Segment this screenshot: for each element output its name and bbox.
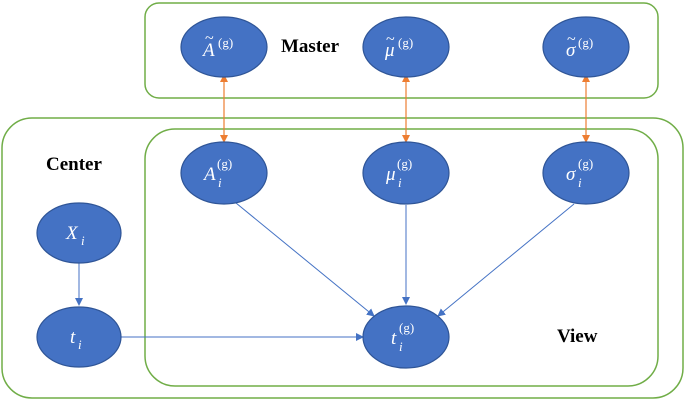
node-sigma-tilde: ~ σ (g) [542, 16, 630, 78]
svg-text:t: t [391, 328, 397, 349]
svg-text:i: i [578, 175, 582, 190]
svg-text:(g): (g) [578, 156, 593, 171]
svg-text:X: X [65, 223, 79, 244]
svg-text:t: t [70, 327, 76, 348]
svg-text:A: A [201, 40, 215, 61]
svg-text:(g): (g) [397, 156, 412, 171]
master-group-box [144, 2, 659, 99]
node-mu-i: μ (g) i [362, 141, 450, 205]
node-t-i: t i [36, 306, 122, 368]
svg-text:(g): (g) [578, 35, 593, 50]
svg-text:μ: μ [385, 164, 396, 185]
view-group-label: View [557, 326, 598, 347]
edge-sigma-i-t-i-g [437, 203, 575, 317]
view-group-box [144, 128, 659, 387]
svg-text:i: i [399, 339, 403, 354]
svg-text:i: i [78, 337, 82, 352]
center-group-label: Center [46, 154, 102, 175]
svg-text:(g): (g) [218, 35, 233, 50]
svg-text:(g): (g) [217, 156, 232, 171]
node-x-i: X i [36, 202, 122, 264]
edge-a-i-t-i-g [235, 202, 375, 317]
node-t-i-g: t (g) i [362, 305, 450, 369]
node-sigma-i: σ (g) i [542, 141, 630, 205]
svg-text:(g): (g) [399, 320, 414, 335]
svg-text:σ: σ [566, 40, 576, 61]
svg-text:(g): (g) [398, 35, 413, 50]
svg-text:σ: σ [566, 164, 576, 185]
svg-text:~: ~ [567, 31, 576, 48]
node-a-tilde: ~ A (g) [180, 16, 268, 78]
node-mu-tilde: ~ μ (g) [362, 16, 450, 78]
svg-text:~: ~ [386, 31, 395, 48]
svg-text:A: A [202, 164, 216, 185]
svg-text:μ: μ [384, 40, 395, 61]
node-a-i: A (g) i [180, 141, 268, 205]
center-group-box [1, 117, 684, 399]
svg-text:i: i [81, 233, 85, 248]
svg-text:i: i [398, 175, 402, 190]
svg-text:~: ~ [205, 30, 214, 47]
master-group-label: Master [281, 36, 340, 57]
svg-text:i: i [218, 175, 222, 190]
